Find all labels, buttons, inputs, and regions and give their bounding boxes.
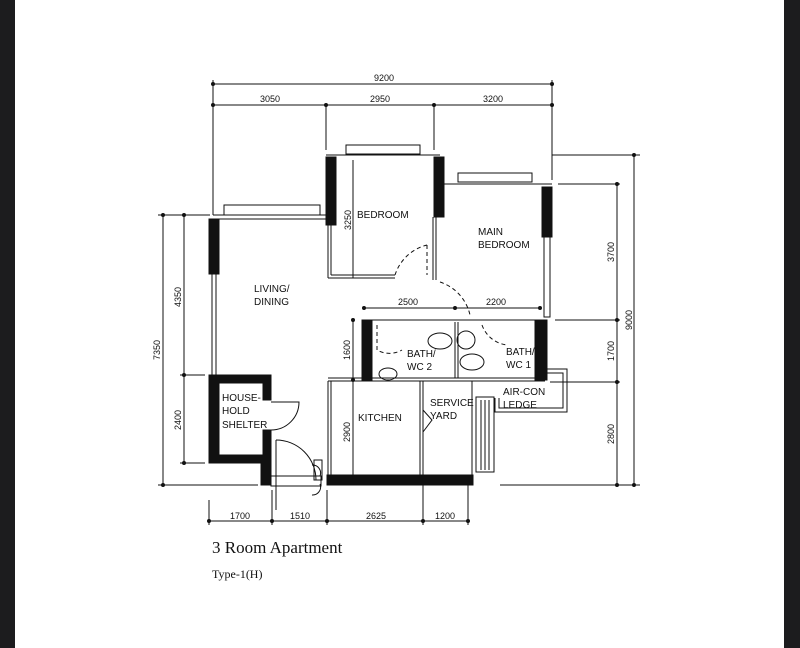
dim-bottom-3: 2625: [366, 511, 386, 521]
dim-bath2-width: 2500: [398, 297, 418, 307]
label-aircon-2: LEDGE: [503, 400, 537, 411]
label-shelter-3: SHELTER: [222, 420, 267, 431]
label-shelter-2: HOLD: [222, 406, 250, 417]
dim-right-1: 3700: [606, 242, 616, 262]
label-service-yard-2: YARD: [430, 411, 457, 422]
top-dimensions: 9200 3050 2950 3200: [211, 73, 554, 215]
label-main-bedroom-1: MAIN: [478, 227, 503, 238]
dim-left-1: 4350: [173, 287, 183, 307]
left-dimensions: 7350 4350 2400: [152, 213, 258, 487]
label-aircon-1: AIR-CON: [503, 387, 545, 398]
dim-top-total: 9200: [374, 73, 394, 83]
right-dimensions: 9000 3700 1700 2800: [500, 153, 640, 487]
label-shelter-1: HOUSE-: [222, 393, 261, 404]
label-living-2: DINING: [254, 297, 289, 308]
dim-top-3: 3200: [483, 94, 503, 104]
dim-right-total: 9000: [624, 310, 634, 330]
label-service-yard-1: SERVICE: [430, 398, 474, 409]
label-main-bedroom-2: BEDROOM: [478, 240, 530, 251]
plan-title: 3 Room Apartment: [212, 538, 343, 557]
viewer-left-edge: [0, 0, 15, 648]
bottom-dimensions: 1700 1510 2625 1200: [207, 480, 470, 525]
dim-left-total: 7350: [152, 340, 162, 360]
dim-kitchen-height: 2900: [342, 422, 352, 442]
dim-right-3: 2800: [606, 424, 616, 444]
dim-bottom-4: 1200: [435, 511, 455, 521]
label-bedroom: BEDROOM: [357, 210, 409, 221]
viewer-right-edge: [784, 0, 800, 648]
walls: [208, 144, 568, 510]
dim-bottom-1: 1700: [230, 511, 250, 521]
label-bath2-1: BATH/: [407, 349, 436, 360]
label-kitchen: KITCHEN: [358, 413, 402, 424]
dim-top-2: 2950: [370, 94, 390, 104]
dim-top-1: 3050: [260, 94, 280, 104]
dim-bottom-2: 1510: [290, 511, 310, 521]
room-labels: LIVING/ DINING BEDROOM MAIN BEDROOM BATH…: [222, 210, 545, 442]
label-bath1-2: WC 1: [506, 360, 531, 371]
label-bath1-1: BATH/: [506, 347, 535, 358]
dim-bedroom-height: 3250: [343, 210, 353, 230]
dim-right-2: 1700: [606, 341, 616, 361]
dim-bath-height: 1600: [342, 340, 352, 360]
floor-plan-page: [15, 0, 784, 648]
plan-subtitle: Type-1(H): [212, 567, 263, 581]
label-bath2-2: WC 2: [407, 362, 432, 373]
dim-bath1-width: 2200: [486, 297, 506, 307]
dim-left-2: 2400: [173, 410, 183, 430]
label-living-1: LIVING/: [254, 284, 290, 295]
